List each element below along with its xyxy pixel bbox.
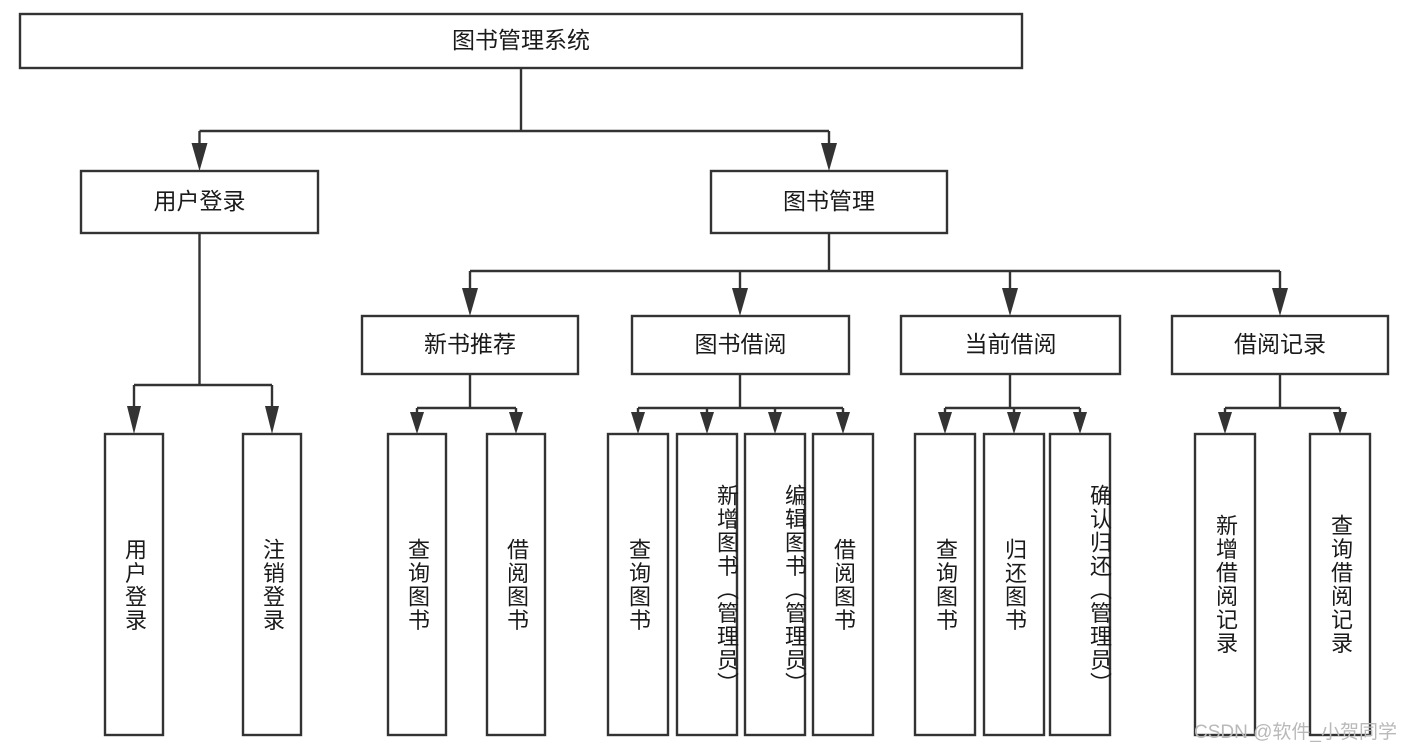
arrow-to-book-management [821,143,837,171]
arrow-to-leaf-3 [509,412,523,434]
leaf-box-5[interactable] [675,432,739,737]
arrow-to-leaf-5 [700,412,714,434]
arrow-to-leaf-9 [1007,412,1021,434]
arrow-to-user-login [191,143,208,171]
leaf-box-7[interactable] [811,432,875,737]
arrow-to-leaf-11 [1218,412,1232,434]
leaf-box-12[interactable] [1308,432,1372,737]
leaf-box-1[interactable] [241,432,303,737]
node-box-new-book-recommend[interactable] [360,314,580,376]
node-box-root[interactable] [18,12,1024,70]
arrow-to-leaf-8 [938,412,952,434]
leaf-box-4[interactable] [606,432,670,737]
leaf-box-0[interactable] [103,432,165,737]
arrow-to-current-borrow [1002,288,1018,316]
edge-group-book-management [462,233,1288,316]
edge-group-root [191,68,837,171]
edge-group-user-login [127,233,279,434]
arrow-to-book-borrow [732,288,748,316]
csdn-watermark: CSDN @软件_小贺同学 [1194,722,1397,743]
arrow-to-leaf-12 [1333,412,1347,434]
arrow-to-leaf-4 [631,412,645,434]
node-box-borrow-record[interactable] [1170,314,1390,376]
leaf-box-10[interactable] [1048,432,1112,737]
node-boxes [18,12,1390,737]
arrow-to-leaf-0 [127,406,141,434]
leaf-box-2[interactable] [386,432,448,737]
leaf-box-3[interactable] [485,432,547,737]
leaf-box-6[interactable] [743,432,807,737]
leaf-box-8[interactable] [913,432,977,737]
arrow-to-leaf-1 [265,406,279,434]
leaf-box-9[interactable] [982,432,1046,737]
arrow-to-leaf-10 [1073,412,1087,434]
leaf-box-11[interactable] [1193,432,1257,737]
arrow-to-leaf-6 [768,412,782,434]
node-box-current-borrow[interactable] [899,314,1122,376]
edge-group-current-borrow [938,374,1087,434]
arrow-to-leaf-7 [836,412,850,434]
edge-group-new-book-recommend [410,374,523,434]
arrow-to-new-book-recommend [462,288,478,316]
node-box-user-login[interactable] [79,169,320,235]
node-box-book-borrow[interactable] [630,314,851,376]
edge-group-book-borrow [631,374,850,434]
arrow-to-borrow-record [1272,288,1288,316]
arrow-to-leaf-2 [410,412,424,434]
node-box-book-management[interactable] [709,169,949,235]
edge-group-borrow-record [1218,374,1347,434]
